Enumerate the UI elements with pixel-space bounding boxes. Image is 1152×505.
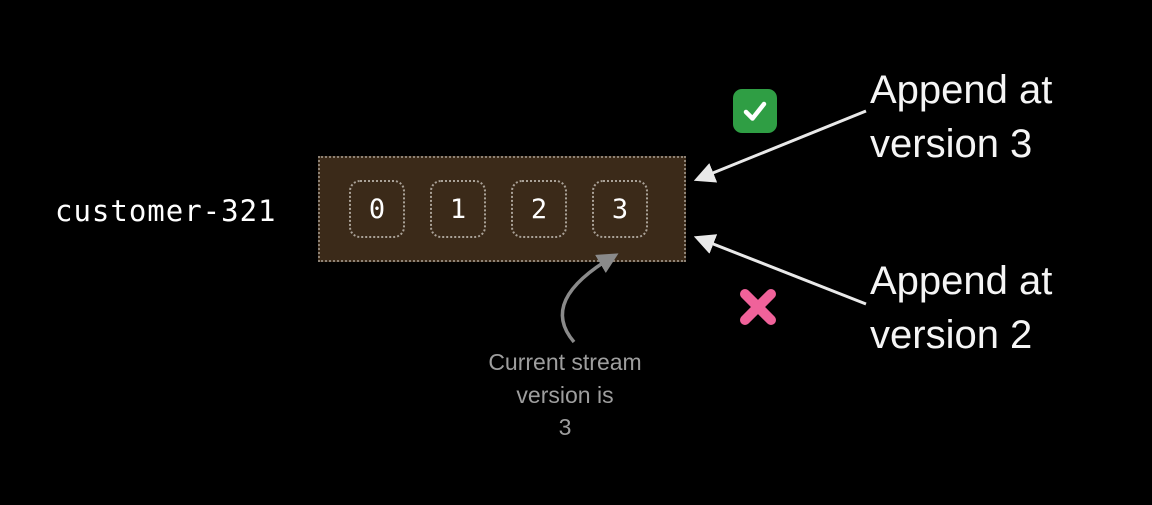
event-cell-2: 2 — [511, 180, 567, 238]
current-version-note-line-2: version is — [516, 381, 614, 408]
arrow-append-v3 — [693, 109, 867, 183]
stream-name-label: customer-321 — [55, 194, 277, 228]
event-cell-1: 1 — [430, 180, 486, 238]
arrow-current-version — [560, 253, 619, 344]
current-version-note-line-1: Current stream — [488, 349, 642, 375]
cross-icon — [736, 285, 780, 329]
arrow-append-v2 — [693, 234, 867, 306]
checkmark-icon — [733, 89, 777, 133]
current-version-note-line-3: 3 — [558, 414, 572, 441]
current-version-note: Current stream version is 3 — [455, 346, 675, 444]
event-cell-0: 0 — [349, 180, 405, 238]
append-version-3-label: Append at version 3 — [870, 68, 1053, 167]
checkmark-glyph — [743, 101, 767, 121]
event-stream-box: 0 1 2 3 — [318, 156, 686, 262]
checkmark-stroke — [743, 101, 767, 121]
append-version-2-label: Append at version 2 — [870, 259, 1053, 358]
event-cell-3: 3 — [592, 180, 648, 238]
cross-glyph — [740, 289, 776, 325]
